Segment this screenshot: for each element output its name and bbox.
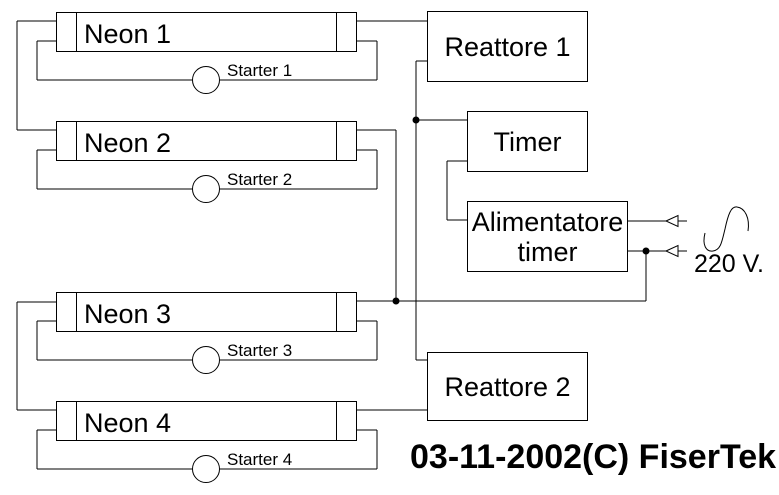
tube-end-cap-icon — [57, 13, 77, 51]
starter-4-label: Starter 4 — [227, 450, 293, 469]
neon-3-label: Neon 3 — [84, 298, 172, 329]
starter-1-label: Starter 1 — [227, 61, 293, 80]
neon-1-label: Neon 1 — [84, 18, 172, 49]
wire-neon2-neon3-return — [357, 129, 647, 302]
tube-end-cap-icon — [336, 122, 356, 160]
starter-2-loop — [36, 149, 378, 190]
neon-2-label: Neon 2 — [84, 127, 172, 158]
tube-end-cap-icon — [336, 293, 356, 331]
reattore-2-label: Reattore 2 — [444, 371, 571, 402]
left-bus-neon-1-2 — [16, 20, 56, 131]
starter-3-label: Starter 3 — [227, 341, 293, 360]
reattore-2-box: Reattore 2 — [427, 352, 588, 421]
junction-dot — [412, 116, 420, 124]
starter-1-icon — [192, 66, 220, 94]
junction-dot — [642, 247, 650, 255]
junction-dot — [392, 297, 400, 305]
tube-end-cap-icon — [336, 402, 356, 440]
starter-1-loop — [36, 40, 378, 81]
terminal-arrow-icon — [664, 214, 679, 228]
tube-end-cap-icon — [57, 293, 77, 331]
alimentatore-timer-box: Alimentatore timer — [467, 201, 628, 272]
starter-2-icon — [192, 175, 220, 203]
starter-3-loop — [36, 320, 378, 361]
reattore-1-label: Reattore 1 — [444, 31, 571, 62]
wire-reattore1-timer-reattore2 — [415, 60, 467, 361]
timer-box: Timer — [467, 111, 588, 172]
neon-tube-4: Neon 4 — [56, 401, 357, 441]
neon-tube-2: Neon 2 — [56, 121, 357, 161]
neon-4-label: Neon 4 — [84, 407, 172, 438]
starter-4-loop — [36, 429, 378, 470]
tube-end-cap-icon — [336, 13, 356, 51]
neon-tube-1: Neon 1 — [56, 12, 357, 52]
reattore-1-box: Reattore 1 — [427, 11, 588, 82]
alimentatore-timer-label-line2: timer — [517, 236, 578, 267]
sine-wave-icon — [703, 206, 749, 252]
starter-3-icon — [192, 346, 220, 374]
timer-label: Timer — [493, 126, 562, 157]
tube-end-cap-icon — [57, 122, 77, 160]
credit-text: 03-11-2002(C) FiserTek — [410, 438, 777, 476]
wire-timer-alimentatore — [446, 160, 467, 221]
starter-2-label: Starter 2 — [227, 170, 293, 189]
left-bus-neon-3-4 — [16, 301, 56, 411]
voltage-label: 220 V. — [694, 250, 764, 278]
neon-tube-3: Neon 3 — [56, 292, 357, 332]
terminal-arrow-icon — [664, 244, 679, 258]
alimentatore-timer-label-line1: Alimentatore — [471, 206, 624, 237]
starter-4-icon — [192, 455, 220, 483]
tube-end-cap-icon — [57, 402, 77, 440]
